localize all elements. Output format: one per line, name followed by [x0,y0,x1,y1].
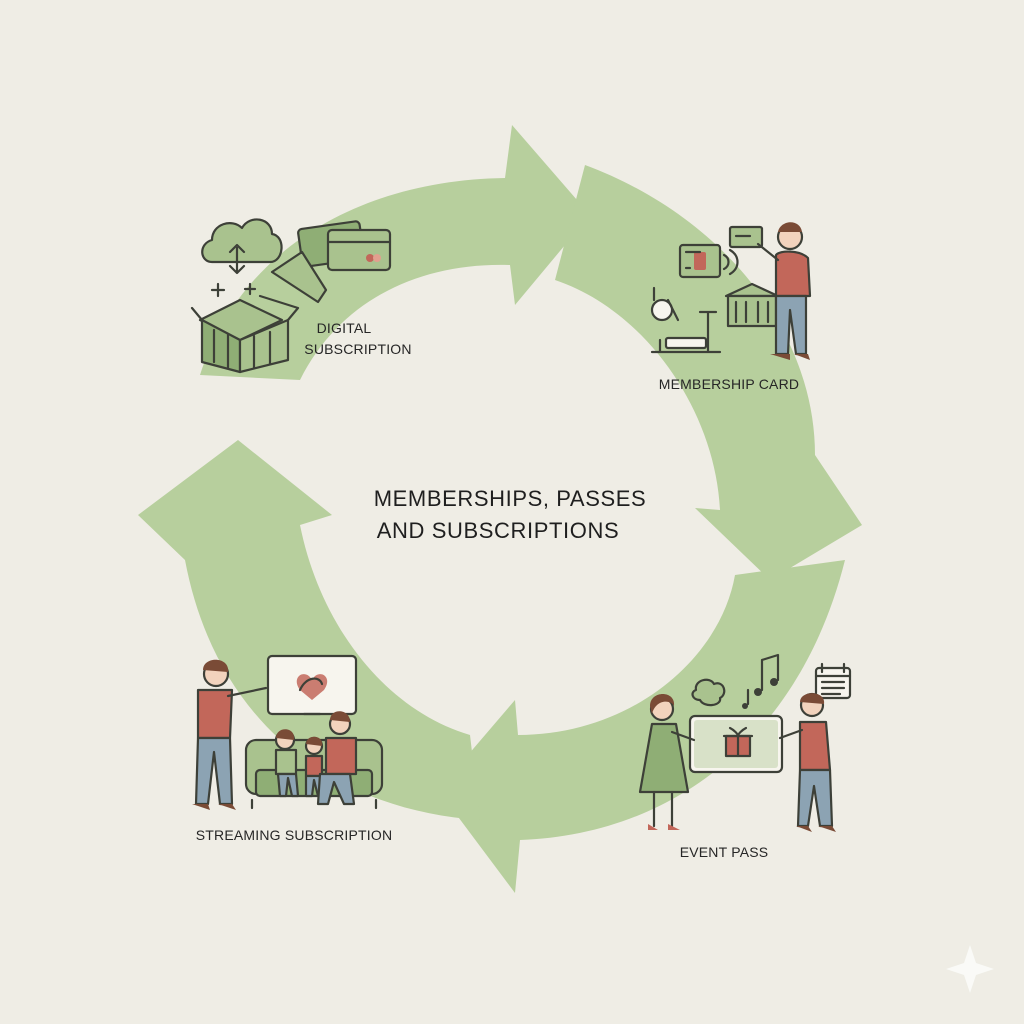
node-membership-label: MEMBERSHIP CARD [659,376,799,392]
gift-ticket-music-icon [638,653,852,832]
arrow-top [200,125,590,380]
cloud-box-card-icon [190,218,392,374]
diagram-title-line1: MEMBERSHIPS, PASSES [374,486,647,511]
diagram-title-line2: AND SUBSCRIPTIONS [377,518,619,543]
arrow-bottom [438,560,845,893]
cycle-arrows [138,125,862,893]
sparkle-icon [946,945,994,993]
node-streaming-label: STREAMING SUBSCRIPTION [196,827,393,843]
family-tv-icon [192,654,384,810]
node-event-label: EVENT PASS [680,844,769,860]
member-card-gym-icon [650,222,812,360]
arrow-right [555,165,862,580]
node-digital-label-line2: SUBSCRIPTION [304,341,411,357]
arrow-left [138,440,480,820]
node-digital-label-line1: DIGITAL [317,320,372,336]
